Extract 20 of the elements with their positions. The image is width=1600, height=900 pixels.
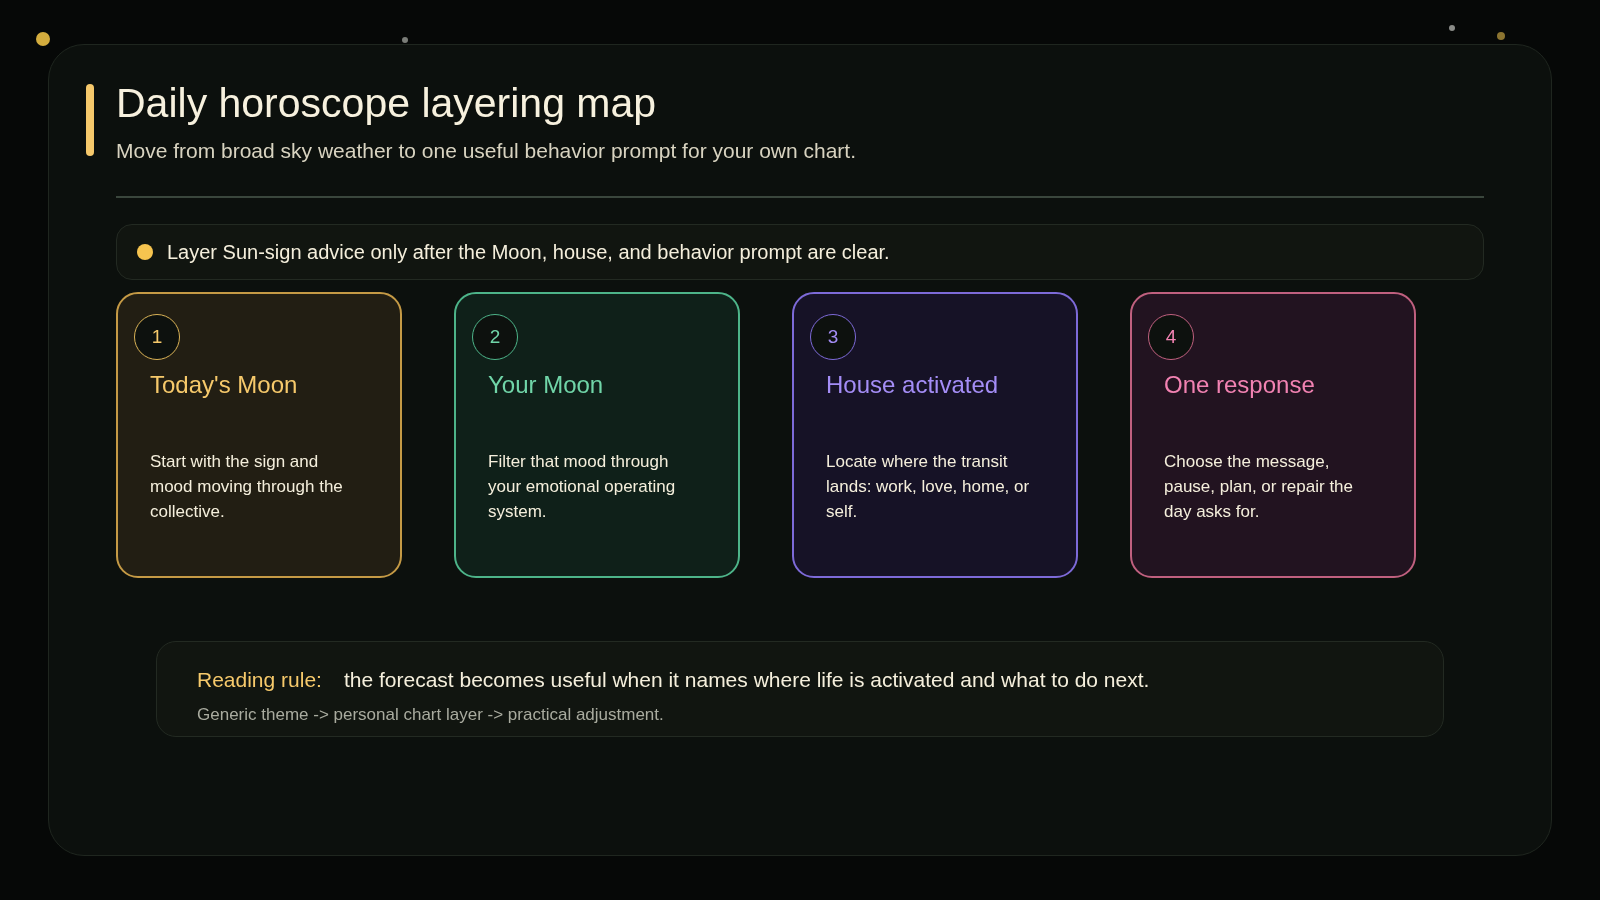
reading-rule-panel [156, 641, 1444, 737]
step-description: Locate where the transit lands: work, love, home, or self. [826, 451, 1031, 523]
callout-bar [116, 224, 1484, 280]
step-card [1130, 292, 1416, 578]
step-card [792, 292, 1078, 578]
step-description: Choose the message, pause, plan, or repair the day asks for. [1164, 451, 1354, 523]
step-title: Today's Moon [150, 370, 298, 400]
rule-heading: Reading rule: [197, 667, 322, 693]
step-description: Start with the sign and mood moving through the collective. [150, 451, 344, 523]
step-title: Your Moon [488, 370, 604, 400]
step-title: House activated [826, 370, 999, 400]
step-description: Filter that mood through your emotional operating system. [488, 451, 677, 523]
rule-text: the forecast becomes useful when it names where life is activated and what to do next. [343, 667, 1150, 693]
step-title: One response [1164, 370, 1315, 400]
step-card [454, 292, 740, 578]
rule-note: Generic theme -> personal chart layer -> practical adjustment. [197, 703, 665, 726]
subtitle: Move from broad sky weather to one useful behavior prompt for your own chart. [116, 138, 857, 164]
title: Daily horoscope layering map [116, 79, 657, 128]
step-card [116, 292, 402, 578]
callout-text: Layer Sun-sign advice only after the Moon, house, and behavior prompt are clear. [167, 240, 890, 265]
